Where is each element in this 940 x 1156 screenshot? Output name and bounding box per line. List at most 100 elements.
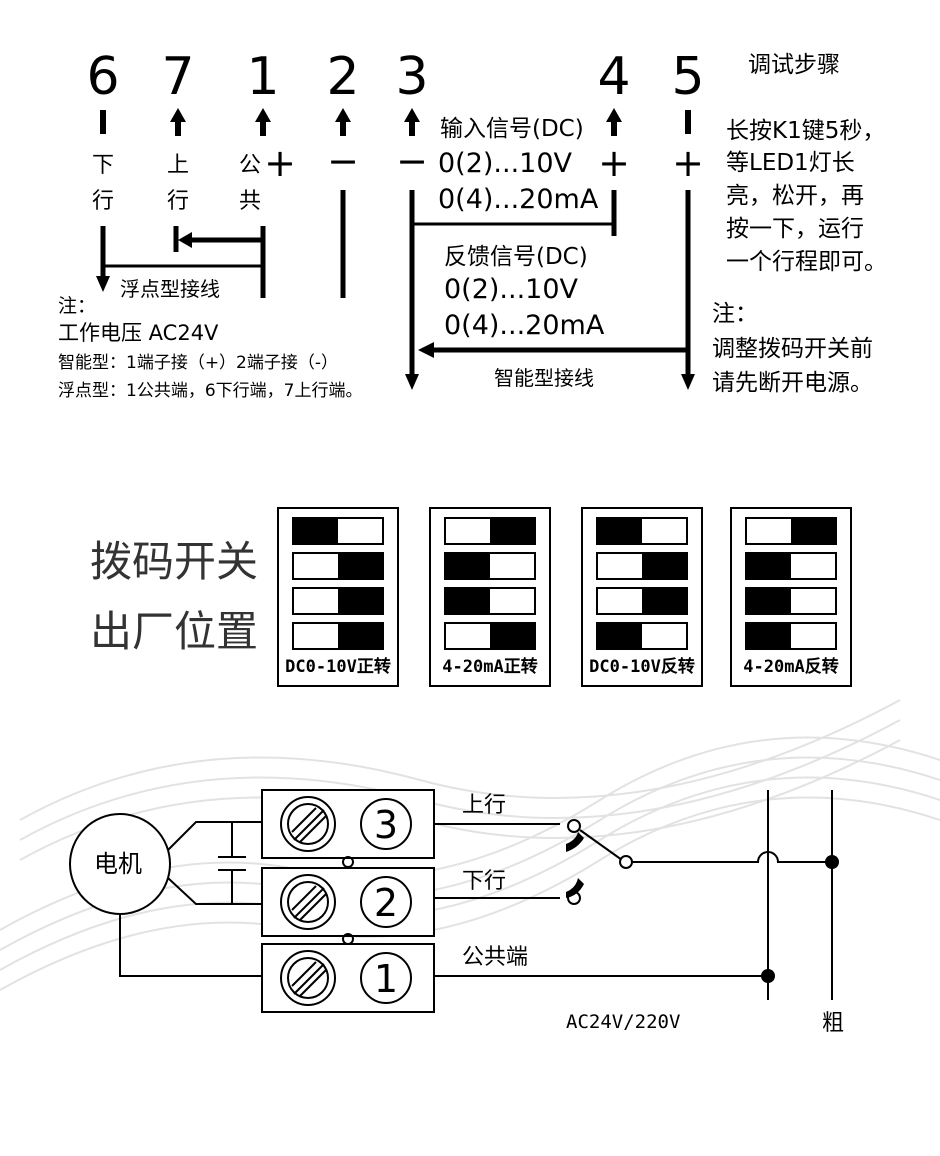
terminal-numbers: 6 7 1 2 3 4 5 bbox=[86, 47, 704, 107]
plus-sign-1: + bbox=[264, 141, 296, 185]
up-arrow-1-icon bbox=[255, 108, 271, 136]
left-note-voltage: 工作电压 AC24V bbox=[58, 321, 219, 345]
dip-switch-knob-left bbox=[445, 588, 490, 614]
input-signal-block: 输入信号(DC) 0(2)...10V 0(4)...20mA bbox=[438, 116, 599, 215]
screw-2-icon bbox=[280, 874, 336, 930]
float-wiring bbox=[96, 190, 346, 298]
dip-switch-panels: DC0-10V正转 4-20mA正转 DC0-10V反转 4-20mA反转 bbox=[277, 507, 852, 687]
label-up-2: 行 bbox=[167, 189, 189, 214]
label-up-1: 上 bbox=[167, 153, 189, 178]
dip-panel-label: DC0-10V正转 bbox=[285, 656, 391, 677]
label-common-1: 公 bbox=[239, 153, 261, 178]
dip-switch-knob-right bbox=[642, 588, 687, 614]
junction-dot-1 bbox=[825, 855, 839, 869]
down-line-label: 下行 bbox=[462, 869, 506, 894]
debug-line-2: 等LED1灯长 bbox=[726, 150, 855, 176]
left-note-smart: 智能型：1端子接（+）2端子接（-） bbox=[58, 353, 338, 373]
dip-panel-2: 4-20mA正转 bbox=[429, 507, 551, 687]
dip-switch-knob-right bbox=[338, 553, 383, 579]
up-arrow-2-icon bbox=[335, 108, 351, 136]
up-line-label: 上行 bbox=[462, 793, 506, 818]
label-down-1: 下 bbox=[92, 153, 114, 178]
terminal-number-5: 5 bbox=[671, 47, 704, 107]
marker-bar-6 bbox=[100, 110, 106, 134]
dip-switch-knob-right bbox=[791, 518, 836, 544]
input-signal-voltage: 0(2)...10V bbox=[438, 148, 573, 179]
dip-switch-knob-right bbox=[338, 588, 383, 614]
dip-panel-3: DC0-10V反转 bbox=[581, 507, 703, 687]
up-arrow-3-icon bbox=[404, 108, 420, 136]
terminal-label-1: 1 bbox=[374, 957, 398, 1001]
dip-switch-knob-left bbox=[597, 623, 642, 649]
terminal-number-7: 7 bbox=[161, 47, 194, 107]
left-note-float: 浮点型：1公共端，6下行端，7上行端。 bbox=[58, 381, 362, 401]
plus-sign-5: + bbox=[672, 141, 704, 185]
debug-note-2: 请先断开电源。 bbox=[712, 370, 873, 396]
terminal-block-1 bbox=[261, 943, 435, 1013]
terminal-number-6: 6 bbox=[86, 47, 119, 107]
terminal-block-2 bbox=[261, 867, 435, 937]
input-signal-title: 输入信号(DC) bbox=[440, 116, 584, 142]
terminal-role-labels: 下 行 上 行 公 共 bbox=[92, 153, 261, 214]
minus-sign-2: − bbox=[327, 139, 359, 183]
terminal-number-2: 2 bbox=[326, 47, 359, 107]
supply-label: AC24V/220V bbox=[566, 1011, 680, 1033]
coarse-label: 粗 bbox=[822, 1011, 844, 1036]
wiring-labels: 电机 3 2 1 上行 下行 公共端 粗 bbox=[94, 793, 844, 1036]
motor-label: 电机 bbox=[94, 850, 142, 878]
dip-heading: 拨码开关 出厂位置 bbox=[90, 537, 258, 656]
down-arrow-3-icon bbox=[405, 374, 419, 390]
switch-arrow-up-icon bbox=[566, 832, 584, 852]
down-arrow-6-icon bbox=[96, 276, 110, 292]
feedback-signal-voltage: 0(2)...10V bbox=[444, 274, 579, 305]
dip-switch-knob-left bbox=[746, 553, 791, 579]
switch-arrow-down-icon bbox=[566, 878, 584, 898]
minus-sign-3: − bbox=[396, 139, 428, 183]
terminal-number-1: 1 bbox=[246, 47, 279, 107]
debug-line-4: 按一下，运行 bbox=[726, 216, 864, 242]
debug-note-1: 调整拨码开关前 bbox=[712, 336, 873, 362]
terminal-number-4: 4 bbox=[597, 47, 630, 107]
dip-switch-knob-left bbox=[746, 623, 791, 649]
dip-switch-knob-right bbox=[490, 623, 535, 649]
debug-line-5: 一个行程即可。 bbox=[726, 249, 887, 275]
label-common-2: 共 bbox=[239, 189, 261, 214]
dip-panel-label: 4-20mA反转 bbox=[743, 656, 838, 677]
debug-line-1: 长按K1键5秒， bbox=[726, 118, 885, 144]
debug-title: 调试步骤 bbox=[748, 52, 840, 78]
dip-heading-line-2: 出厂位置 bbox=[90, 607, 258, 656]
common-line-label: 公共端 bbox=[462, 945, 528, 970]
screw-1-icon bbox=[280, 950, 336, 1006]
input-signal-current: 0(4)...20mA bbox=[438, 184, 599, 215]
left-notes: 注： 工作电压 AC24V 智能型：1端子接（+）2端子接（-） 浮点型：1公共… bbox=[58, 295, 362, 401]
up-arrow-7-icon bbox=[170, 108, 186, 136]
debug-line-3: 亮，松开，再 bbox=[726, 183, 864, 209]
down-arrow-5-icon bbox=[681, 374, 695, 390]
debug-steps: 调试步骤 长按K1键5秒， 等LED1灯长 亮，松开，再 按一下，运行 一个行程… bbox=[712, 52, 887, 396]
terminal-label-3: 3 bbox=[374, 803, 398, 847]
dip-switch-knob-right bbox=[490, 518, 535, 544]
up-arrow-4-icon bbox=[606, 108, 622, 136]
left-arrow-smart-icon bbox=[418, 342, 434, 358]
junction-dot-2 bbox=[761, 969, 775, 983]
left-arrow-icon bbox=[178, 232, 192, 248]
feedback-signal-current: 0(4)...20mA bbox=[444, 310, 605, 341]
dip-panel-4: 4-20mA反转 bbox=[730, 507, 852, 687]
feedback-signal-block: 反馈信号(DC) 0(2)...10V 0(4)...20mA bbox=[444, 244, 605, 341]
smart-wiring-label: 智能型接线 bbox=[494, 366, 594, 390]
dip-panel-label: 4-20mA正转 bbox=[442, 656, 537, 677]
left-note-title: 注： bbox=[58, 295, 96, 317]
terminal-markers bbox=[100, 108, 691, 136]
dip-switch-knob-left bbox=[293, 518, 338, 544]
smart-wiring bbox=[405, 190, 695, 390]
motor-wiring bbox=[69, 789, 833, 1013]
dip-switch-knob-right bbox=[642, 553, 687, 579]
debug-note-title: 注： bbox=[712, 301, 758, 327]
terminal-label-2: 2 bbox=[374, 881, 398, 925]
terminal-block-3 bbox=[261, 789, 435, 859]
dip-switch-knob-right bbox=[338, 623, 383, 649]
dip-panel-1: DC0-10V正转 bbox=[277, 507, 399, 687]
polarity-signs: + − − + + bbox=[264, 139, 704, 185]
dip-switch-knob-left bbox=[445, 553, 490, 579]
